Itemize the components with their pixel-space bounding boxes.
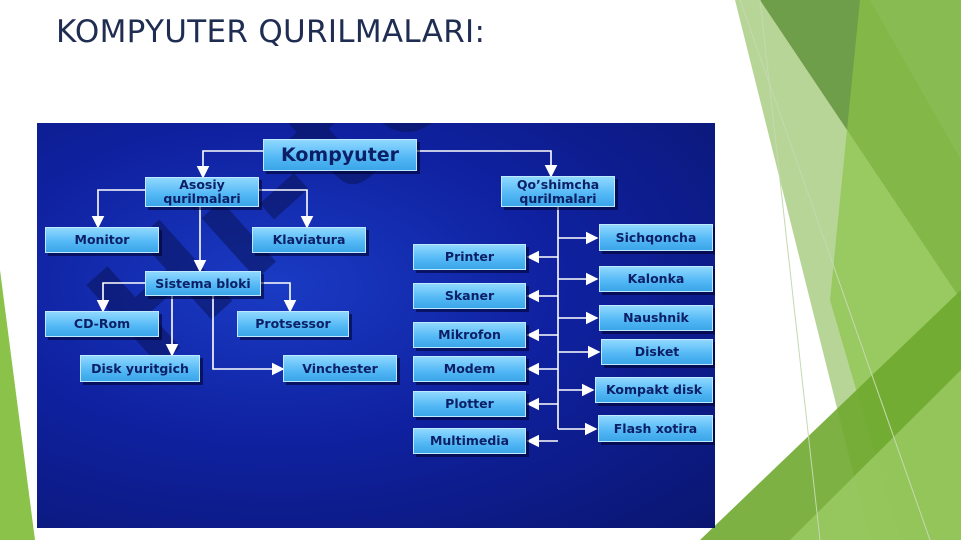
node-qoshimcha-qurilmalari: Qo’shimcha qurilmalari	[501, 176, 615, 207]
node-flash-xotira: Flash xotira	[598, 415, 713, 442]
node-vinchester: Vinchester	[283, 355, 397, 382]
node-klaviatura: Klaviatura	[252, 227, 366, 253]
connector-lines	[91, 150, 601, 448]
diagram-panel: Hi-tech	[37, 123, 715, 528]
node-protsessor: Protsessor	[237, 311, 349, 337]
node-multimedia: Multimedia	[413, 428, 526, 454]
node-kalonka: Kalonka	[599, 266, 713, 292]
node-kompakt-disk: Kompakt disk	[595, 377, 713, 403]
node-monitor: Monitor	[45, 227, 159, 253]
node-sichqoncha: Sichqoncha	[599, 224, 713, 251]
node-plotter: Plotter	[413, 391, 526, 417]
node-disket: Disket	[601, 339, 713, 365]
node-skaner: Skaner	[413, 283, 526, 309]
node-kompyuter: Kompyuter	[263, 139, 417, 171]
node-disk-yuritgich: Disk yuritgich	[80, 355, 200, 382]
node-cd-rom: CD-Rom	[45, 311, 159, 337]
node-naushnik: Naushnik	[599, 305, 713, 331]
node-printer: Printer	[413, 244, 526, 270]
node-modem: Modem	[413, 356, 526, 382]
node-mikrofon: Mikrofon	[413, 322, 526, 348]
slide-title: KOMPYUTER QURILMALARI:	[56, 14, 486, 50]
node-sistema-bloki: Sistema bloki	[145, 271, 261, 296]
node-asosiy-qurilmalari: Asosiy qurilmalari	[145, 177, 259, 207]
